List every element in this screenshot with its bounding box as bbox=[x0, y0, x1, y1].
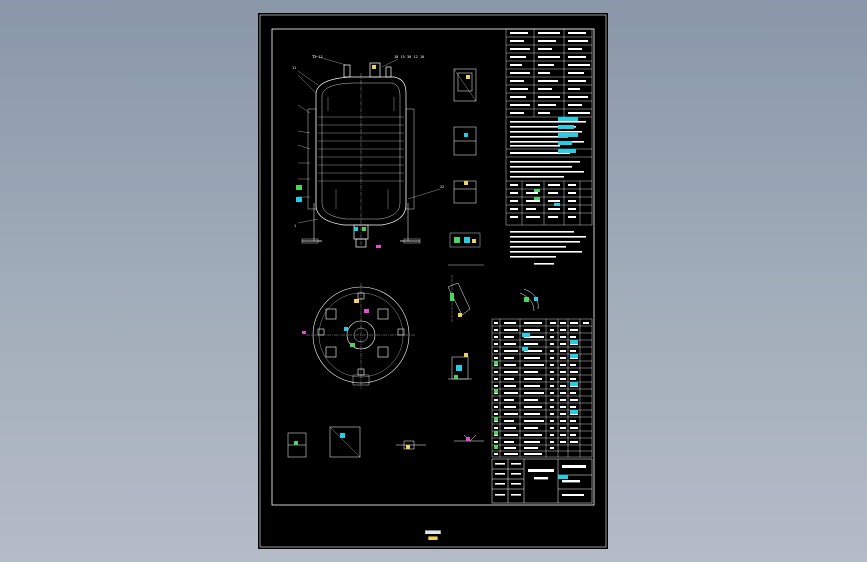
detail-bottom-1 bbox=[287, 432, 307, 458]
vessel-tag-22: 22 bbox=[440, 185, 444, 189]
detail-view-b bbox=[453, 126, 477, 156]
notes-block bbox=[510, 231, 586, 265]
parts-list-accents bbox=[494, 333, 578, 449]
plan-view-markers bbox=[302, 299, 369, 347]
vessel-plan-view bbox=[306, 283, 416, 389]
cad-drawing-sheet: 18 15 30 12 10 13 12 11 22 1 bbox=[258, 13, 608, 549]
vessel-markers bbox=[296, 65, 381, 248]
vessel-tag-1: 1 bbox=[294, 224, 296, 228]
parts-list bbox=[491, 318, 593, 458]
detail-view-c bbox=[453, 180, 477, 204]
vessel-top-left-label: 13 12 bbox=[312, 55, 323, 59]
detail-view-d bbox=[448, 232, 484, 266]
title-block-accent bbox=[558, 475, 568, 479]
vessel-elevation bbox=[301, 62, 421, 248]
vessel-leader-lines bbox=[297, 54, 441, 224]
detail-bottom-3 bbox=[396, 440, 426, 450]
detail-bottom-4 bbox=[454, 434, 484, 442]
cad-drawing: 18 15 30 12 10 13 12 11 22 1 bbox=[259, 14, 607, 548]
spec-table-text-strokes bbox=[510, 32, 590, 218]
detail-curve bbox=[519, 288, 539, 312]
vessel-left-label: 11 bbox=[292, 66, 296, 70]
detail-view-a bbox=[453, 68, 477, 102]
spec-table-accents bbox=[534, 117, 578, 206]
detail-nozzle-section bbox=[448, 353, 472, 380]
parts-list-text-strokes bbox=[494, 322, 589, 455]
title-block-text-strokes bbox=[495, 463, 586, 496]
vessel-top-right-label: 18 15 30 12 10 bbox=[394, 55, 424, 59]
drawing-caption-line1: ▆▆▆▆▆ bbox=[425, 529, 441, 534]
inner-frame bbox=[271, 28, 595, 506]
spec-table bbox=[505, 28, 593, 226]
detail-flange-section bbox=[447, 275, 471, 323]
detail-bottom-2 bbox=[329, 426, 361, 458]
drawing-caption-line2: ▆▆▆ bbox=[428, 535, 438, 540]
outer-frame bbox=[259, 14, 607, 548]
